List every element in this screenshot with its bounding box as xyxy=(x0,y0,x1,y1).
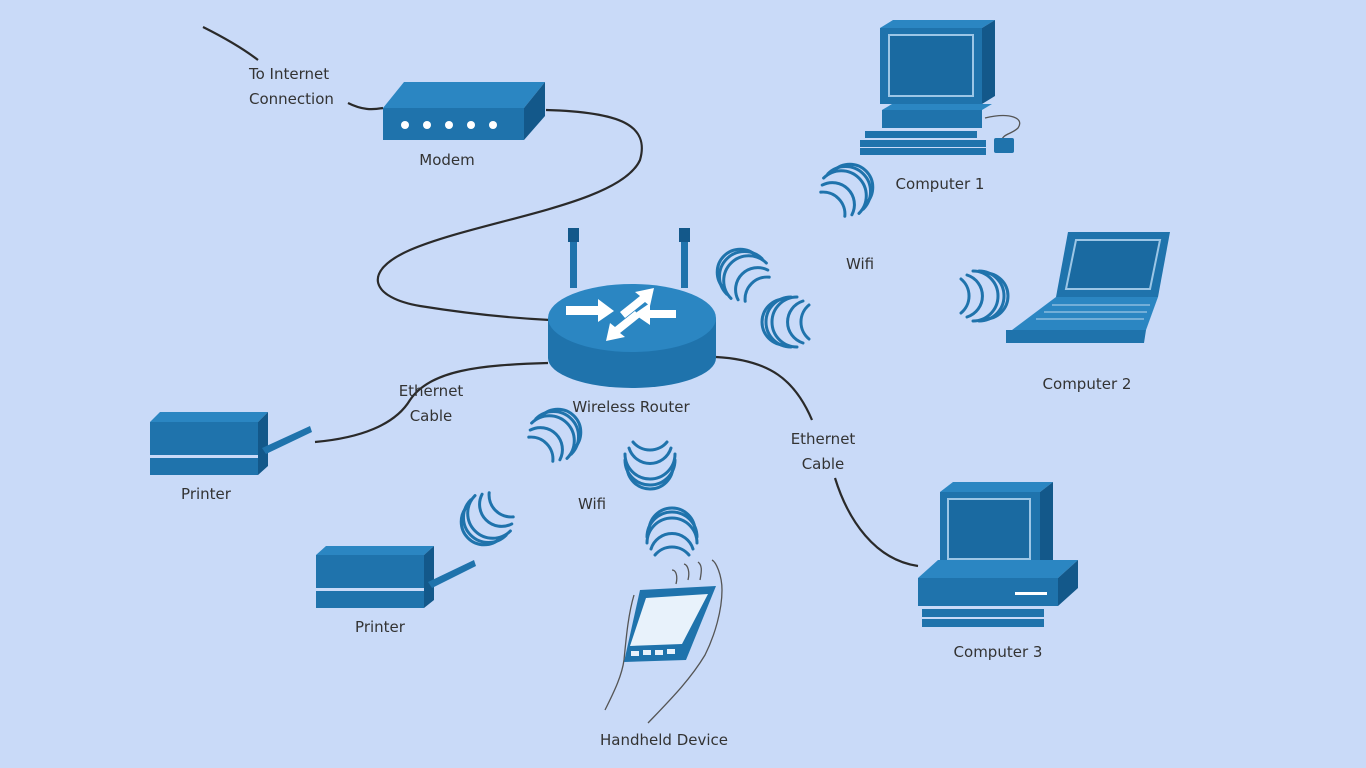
ethernet-cable-label-left-line2: Cable xyxy=(409,407,453,425)
computer2-label: Computer 2 xyxy=(1042,375,1132,393)
router-to-computer3-ethernet-cable-lower xyxy=(833,477,919,568)
wifi-waves-router-lower-left xyxy=(527,407,583,463)
handheld-icon xyxy=(604,559,723,724)
ethernet-cable-label-right-line2: Cable xyxy=(801,455,845,473)
computer3-icon xyxy=(918,482,1078,627)
wifi-label-bottom: Wifi xyxy=(577,495,607,513)
computer2-icon xyxy=(1006,232,1170,343)
mouse-cable xyxy=(984,114,1021,141)
ethernet-cable-label-left-line1: Ethernet xyxy=(398,382,464,400)
printer2-icon xyxy=(316,546,476,608)
computer3-label: Computer 3 xyxy=(953,643,1043,661)
wifi-waves-handheld xyxy=(645,506,699,557)
computer1-label: Computer 1 xyxy=(895,175,985,193)
ethernet-cable-label-right-line1: Ethernet xyxy=(790,430,856,448)
wifi-waves-router-lower xyxy=(623,440,677,491)
printer1-icon xyxy=(150,412,312,475)
router-to-computer3-ethernet-cable xyxy=(715,355,814,421)
internet-connection-label-line2: Connection xyxy=(249,90,334,108)
internet-to-modem-line xyxy=(347,102,384,111)
internet-connection-label: To Internet Connection xyxy=(249,62,334,112)
wifi-label-right: Wifi xyxy=(845,255,875,273)
ethernet-cable-label-left: Ethernet Cable xyxy=(386,379,476,429)
modem-label: Modem xyxy=(419,151,475,169)
printer1-label: Printer xyxy=(181,485,231,503)
internet-line xyxy=(202,26,259,61)
internet-connection-label-line1: To Internet xyxy=(249,65,330,83)
handheld-label: Handheld Device xyxy=(600,731,728,749)
computer1-icon xyxy=(860,20,1014,155)
wifi-waves-router-right xyxy=(760,295,811,349)
router-icon xyxy=(548,228,716,388)
modem-icon xyxy=(383,82,545,140)
wifi-waves-printer2 xyxy=(459,491,515,547)
printer2-label: Printer xyxy=(355,618,405,636)
wifi-waves-computer1 xyxy=(819,162,875,218)
router-label: Wireless Router xyxy=(572,398,690,416)
wifi-waves-router-upper xyxy=(715,247,771,303)
ethernet-cable-label-right: Ethernet Cable xyxy=(778,427,868,477)
modem-to-router-cable xyxy=(376,108,643,322)
wifi-waves-computer2 xyxy=(959,269,1010,323)
router-to-printer-ethernet-cable xyxy=(314,361,549,444)
